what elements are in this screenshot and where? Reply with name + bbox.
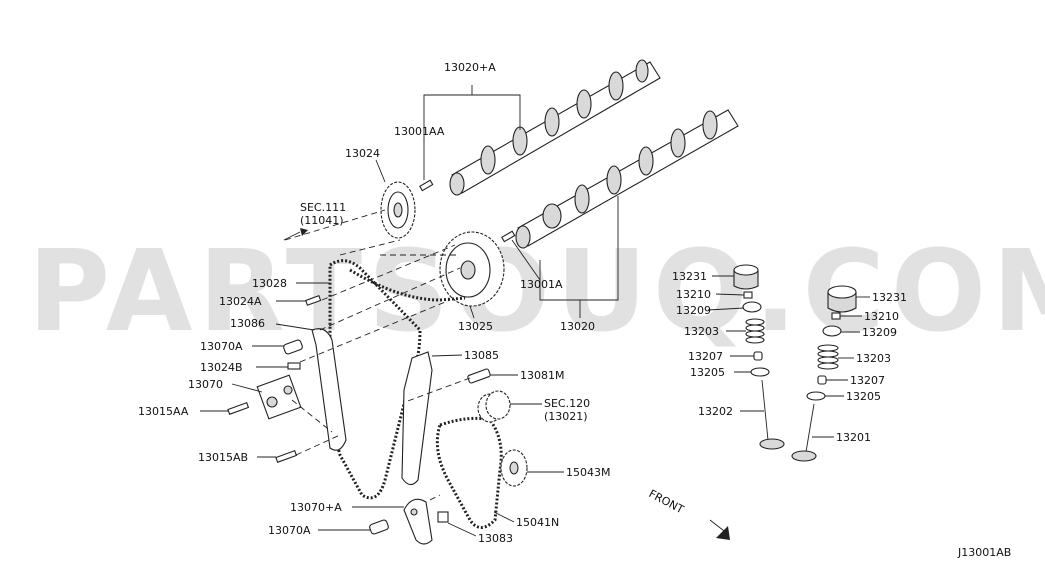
label-13083[interactable]: 13083 <box>478 532 513 545</box>
tensioner-13070-plus-a <box>403 498 433 545</box>
crank-sprocket-sec120 <box>477 390 511 423</box>
label-13209-right[interactable]: 13209 <box>862 326 897 339</box>
label-13028[interactable]: 13028 <box>252 277 287 290</box>
label-13015aa[interactable]: 13015AA <box>138 405 189 418</box>
label-13020[interactable]: 13020 <box>560 320 595 333</box>
label-13203-left[interactable]: 13203 <box>684 325 719 338</box>
plunger-13070a-lower <box>369 519 389 535</box>
camshaft-sprocket-13024 <box>380 181 416 239</box>
watermark: PARTSOUQ.COM <box>28 227 1045 357</box>
intake-camshaft <box>515 109 739 249</box>
label-sec111-line1[interactable]: SEC.111 <box>300 201 346 214</box>
label-13210-left[interactable]: 13210 <box>676 288 711 301</box>
label-sec120-line2[interactable]: (13021) <box>544 410 588 423</box>
front-arrow <box>709 519 730 540</box>
sec111-arrow <box>283 228 308 241</box>
leader-lines <box>200 85 870 537</box>
label-13024[interactable]: 13024 <box>345 147 380 160</box>
label-13001a[interactable]: 13001A <box>520 278 563 291</box>
label-13207-left[interactable]: 13207 <box>688 350 723 363</box>
plunger-13070a-upper <box>283 339 303 355</box>
label-13207-right[interactable]: 13207 <box>850 374 885 387</box>
label-13201[interactable]: 13201 <box>836 431 871 444</box>
label-13210-right[interactable]: 13210 <box>864 310 899 323</box>
label-13205-left[interactable]: 13205 <box>690 366 725 379</box>
timing-chain-inner <box>349 268 466 302</box>
valve-train-left <box>733 264 785 450</box>
exhaust-camshaft <box>449 59 661 196</box>
label-13209-left[interactable]: 13209 <box>676 304 711 317</box>
part-labels: 13020+A 13001AA 13024 SEC.111 (11041) 13… <box>138 61 1011 559</box>
label-13001aa[interactable]: 13001AA <box>394 125 445 138</box>
label-13081m[interactable]: 13081M <box>520 369 564 382</box>
label-13070[interactable]: 13070 <box>188 378 223 391</box>
front-label: FRONT <box>647 487 687 516</box>
label-13024b[interactable]: 13024B <box>200 361 243 374</box>
label-13015ab[interactable]: 13015AB <box>198 451 248 464</box>
bolts <box>227 295 449 523</box>
dowel-pin-13001aa <box>419 179 434 192</box>
chain-tensioner-13070 <box>256 374 302 420</box>
balancer-sprocket-15043m <box>500 449 528 487</box>
label-13231-left[interactable]: 13231 <box>672 270 707 283</box>
diagram-id: J13001AB <box>957 546 1011 559</box>
label-15041n[interactable]: 15041N <box>516 516 559 529</box>
reference-dashes <box>284 209 471 501</box>
label-13070-plus-a[interactable]: 13070+A <box>290 501 342 514</box>
label-13070a-upper[interactable]: 13070A <box>200 340 243 353</box>
label-13085[interactable]: 13085 <box>464 349 499 362</box>
label-15043m[interactable]: 15043M <box>566 466 610 479</box>
label-13205-right[interactable]: 13205 <box>846 390 881 403</box>
dowel-pin-13001a <box>501 230 516 243</box>
label-sec120-line1[interactable]: SEC.120 <box>544 397 590 410</box>
label-13203-right[interactable]: 13203 <box>856 352 891 365</box>
slack-guide-13085 <box>401 351 433 486</box>
valve-train-right <box>791 285 857 462</box>
oil-jet-13081m <box>467 368 491 384</box>
label-13020-plus-a[interactable]: 13020+A <box>444 61 496 74</box>
label-13024a[interactable]: 13024A <box>219 295 262 308</box>
vtc-sprocket-13025 <box>439 231 505 307</box>
label-13025[interactable]: 13025 <box>458 320 493 333</box>
label-13202[interactable]: 13202 <box>698 405 733 418</box>
tensioner-pivot <box>410 508 418 516</box>
label-13070a-lower[interactable]: 13070A <box>268 524 311 537</box>
chain-guide-13086 <box>311 328 347 451</box>
label-sec111-line2[interactable]: (11041) <box>300 214 344 227</box>
label-13086[interactable]: 13086 <box>230 317 265 330</box>
balancer-chain-15041n <box>435 416 503 529</box>
label-13231-right[interactable]: 13231 <box>872 291 907 304</box>
